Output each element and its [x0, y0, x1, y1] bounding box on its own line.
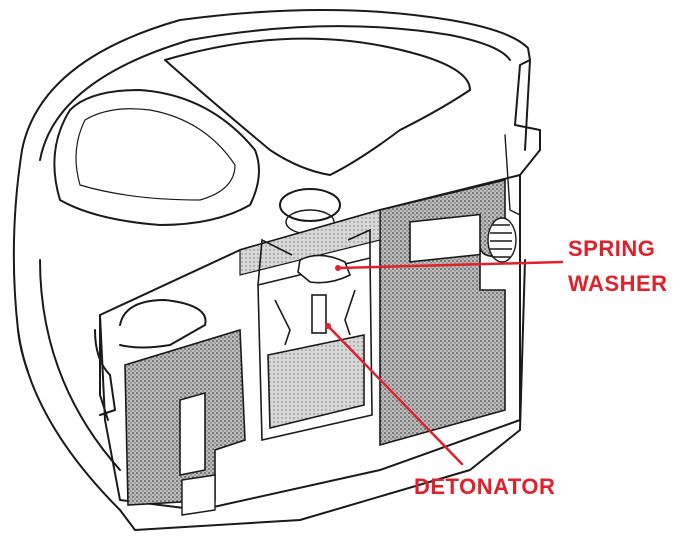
- spring-washer-label-line2: WASHER: [568, 271, 668, 296]
- detonator-leader: [326, 324, 464, 466]
- spring-washer-shape: [297, 254, 352, 284]
- fill-center-top: [239, 209, 381, 276]
- detonator-fill: [267, 334, 365, 430]
- lid-inner-arc: [39, 25, 511, 161]
- lid-opening-left: [53, 89, 260, 226]
- spring-washer-label-line1: SPRING: [568, 236, 656, 261]
- lid-opening-right: [164, 37, 471, 176]
- slot-left: [179, 391, 206, 476]
- slot-right: [409, 213, 481, 263]
- spring-washer-leader: [336, 260, 564, 270]
- detonator-label: DETONATOR: [414, 474, 556, 499]
- side-port: [487, 217, 517, 263]
- bottom-rim: [17, 329, 29, 373]
- lid-hub: [279, 188, 341, 222]
- detonator-cap: [311, 294, 327, 334]
- lid-outer: [21, 9, 531, 151]
- outer-body-side-inner: [39, 259, 121, 471]
- lid-opening-left-inner: [75, 108, 236, 201]
